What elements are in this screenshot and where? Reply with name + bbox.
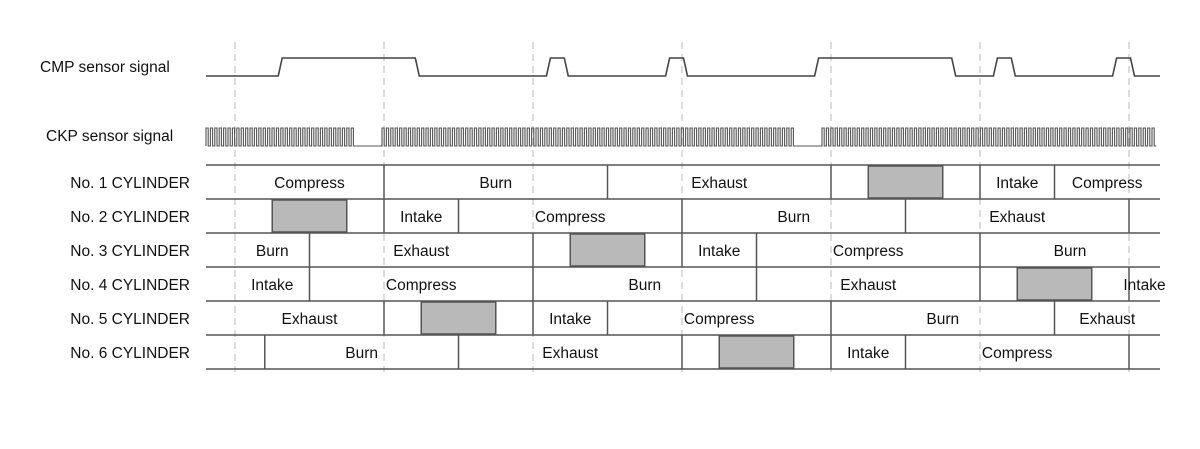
- stroke-phase-label: Compress: [1072, 175, 1143, 192]
- stroke-phase-label: Compress: [386, 277, 457, 294]
- cmp-signal-label: CMP sensor signal: [40, 59, 170, 76]
- stroke-phase-label: Intake: [996, 175, 1038, 192]
- stroke-phase-label: Exhaust: [393, 243, 450, 260]
- stroke-phase-label: Compress: [982, 345, 1053, 362]
- stroke-phase-label: Exhaust: [281, 311, 338, 328]
- stroke-phase-label: Intake: [400, 209, 442, 226]
- stroke-phase-label: Compress: [274, 175, 345, 192]
- stroke-phase-label: Intake: [698, 243, 740, 260]
- injection-block: [569, 233, 646, 267]
- stroke-phase-label: Burn: [926, 311, 959, 328]
- stroke-phase-label: Intake: [847, 345, 889, 362]
- stroke-phase-label: Burn: [1054, 243, 1087, 260]
- stroke-phase-label: Burn: [256, 243, 289, 260]
- ckp-signal-waveform: [205, 127, 1157, 147]
- cylinder-label: No. 5 CYLINDER: [70, 311, 190, 328]
- cylinder-label: No. 1 CYLINDER: [70, 175, 190, 192]
- stroke-phase-label: Compress: [833, 243, 904, 260]
- stroke-phase-label: Intake: [1123, 277, 1165, 294]
- stroke-phase-label: Burn: [479, 175, 512, 192]
- cylinder-label: No. 4 CYLINDER: [70, 277, 190, 294]
- stroke-phase-label: Intake: [251, 277, 293, 294]
- injection-block: [420, 301, 497, 335]
- stroke-phase-label: Burn: [628, 277, 661, 294]
- stroke-phase-label: Exhaust: [840, 277, 897, 294]
- cylinder-row: No. 6 CYLINDER Burn Exhaust Intake Compress: [70, 334, 1160, 370]
- stroke-phase-label: Exhaust: [1079, 311, 1136, 328]
- stroke-phase-label: Exhaust: [691, 175, 748, 192]
- injection-block: [1016, 267, 1093, 301]
- cylinder-row: No. 2 CYLINDER Intake Compress Burn Exhaust: [70, 198, 1160, 233]
- cylinder-row: No. 5 CYLINDER Exhaust Intake Compress Burn E…: [70, 300, 1160, 335]
- injection-block: [271, 199, 348, 233]
- stroke-phase-label: Compress: [535, 209, 606, 226]
- ckp-signal-label: CKP sensor signal: [46, 128, 173, 145]
- cylinder-label: No. 3 CYLINDER: [70, 243, 190, 260]
- stroke-phase-label: Burn: [345, 345, 378, 362]
- injection-block: [867, 165, 944, 199]
- cmp-signal-waveform: [206, 57, 1160, 77]
- stroke-phase-label: Exhaust: [542, 345, 599, 362]
- stroke-phase-label: Exhaust: [989, 209, 1046, 226]
- stroke-phase-label: Intake: [549, 311, 591, 328]
- stroke-phase-label: Compress: [684, 311, 755, 328]
- cylinder-row: No. 1 CYLINDER Compress Burn Exhaust Intake C…: [70, 164, 1160, 199]
- cylinder-row: No. 3 CYLINDER Burn Exhaust Intake Compress B…: [70, 232, 1160, 267]
- timing-guide-lines: [234, 42, 1130, 372]
- injection-block: [718, 335, 795, 369]
- cylinder-label: No. 2 CYLINDER: [70, 209, 190, 226]
- stroke-phase-label: Burn: [777, 209, 810, 226]
- cylinder-row: No. 4 CYLINDER Intake Compress Burn Exhaust I…: [70, 266, 1166, 301]
- cylinder-label: No. 6 CYLINDER: [70, 345, 190, 362]
